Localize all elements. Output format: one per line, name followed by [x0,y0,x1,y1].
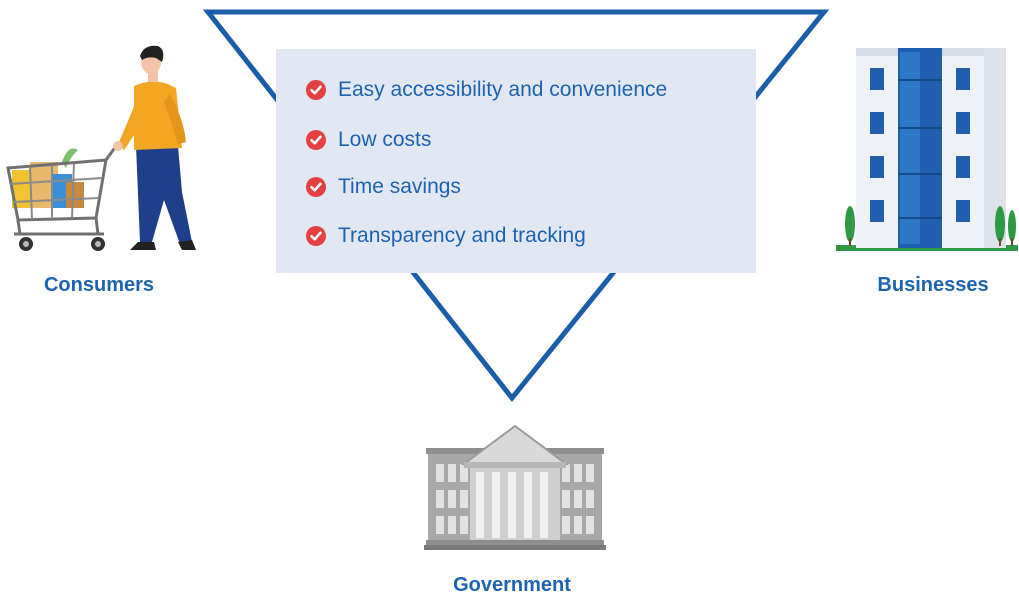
check-circle-icon [306,130,326,150]
government-label: Government [453,574,571,596]
benefit-item: Time savings [306,174,461,200]
businesses-label: Businesses [877,274,989,296]
benefit-label: Low costs [338,128,432,151]
office-building-icon [836,48,1018,251]
consumers-label: Consumers [43,274,155,296]
check-circle-icon [306,177,326,197]
check-circle-icon [306,226,326,246]
benefits-panel: Easy accessibility and convenience Low c… [276,49,756,273]
check-circle-icon [306,80,326,100]
benefit-item: Easy accessibility and convenience [306,77,667,103]
benefit-label: Easy accessibility and convenience [338,78,668,101]
benefit-item: Transparency and tracking [306,223,586,249]
benefit-label: Time savings [338,175,461,198]
benefit-item: Low costs [306,127,431,153]
shopper-with-cart-icon [6,45,196,251]
government-building-icon [424,424,606,550]
benefit-label: Transparency and tracking [338,224,586,247]
